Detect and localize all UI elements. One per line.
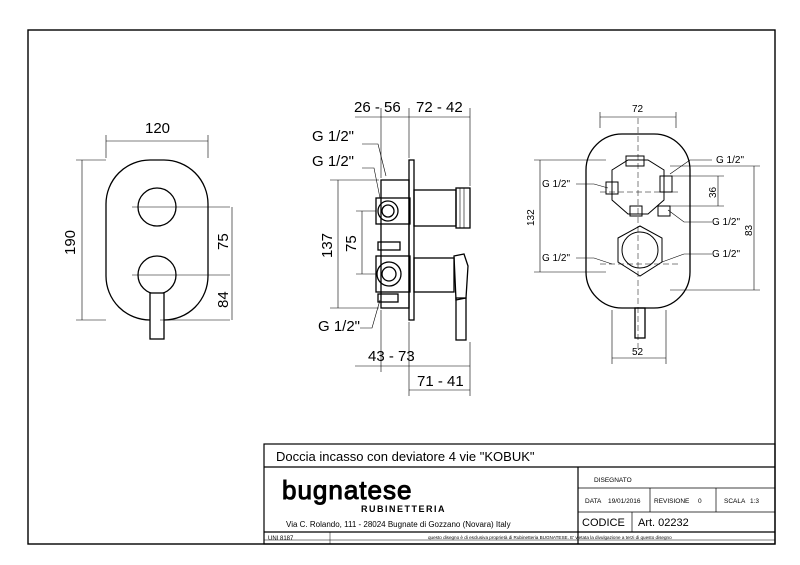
- side-view: [330, 108, 471, 396]
- side-conn-2: G 1/2": [312, 153, 354, 170]
- designed-label: DISEGNATO: [594, 477, 632, 484]
- side-inner-spacing: 75: [343, 235, 360, 252]
- side-body-height: 137: [319, 233, 336, 258]
- front-spacing-dim: 75: [215, 233, 232, 250]
- side-conn-1: G 1/2": [312, 128, 354, 145]
- front-width-dim: 120: [145, 120, 170, 137]
- body-view: [534, 112, 760, 364]
- front-view: [76, 135, 233, 340]
- body-spacing-36: 36: [708, 186, 719, 198]
- brand-sub: RUBINETTERIA: [361, 504, 446, 514]
- legal-notice: questo disegno è di esclusiva proprietà …: [428, 535, 672, 540]
- body-conn-left-1: G 1/2": [542, 179, 570, 190]
- scale-value: 1:3: [750, 498, 759, 505]
- front-lower-dim: 84: [215, 291, 232, 308]
- revision-label: REVISIONE: [654, 498, 690, 505]
- product-title: Doccia incasso con deviatore 4 vie "KOBU…: [276, 449, 535, 464]
- standard-ref: UNI 8187: [268, 536, 294, 542]
- revision-value: 0: [698, 498, 702, 505]
- body-bottom-width: 52: [632, 347, 644, 358]
- body-conn-top-right: G 1/2": [716, 155, 744, 166]
- side-range-bottom-2: 71 - 41: [417, 373, 464, 390]
- side-conn-3: G 1/2": [318, 318, 360, 335]
- front-height-dim: 190: [62, 230, 79, 255]
- body-conn-right-3: G 1/2": [712, 249, 740, 260]
- side-range-top-right: 72 - 42: [416, 99, 463, 116]
- brand-logo: bugnatese: [282, 475, 412, 505]
- code-label: CODICE: [582, 517, 625, 529]
- scale-label: SCALA: [724, 498, 746, 505]
- date-value: 19/01/2016: [608, 498, 641, 505]
- body-conn-left-2: G 1/2": [542, 253, 570, 264]
- body-height-83: 83: [744, 224, 755, 236]
- side-range-top-left: 26 - 56: [354, 99, 401, 116]
- body-height-total: 132: [526, 209, 537, 226]
- article-number: Art. 02232: [638, 517, 689, 529]
- body-top-width: 72: [632, 104, 644, 115]
- side-range-bottom-1: 43 - 73: [368, 348, 415, 365]
- title-block: [263, 443, 776, 545]
- body-conn-right-2: G 1/2": [712, 217, 740, 228]
- date-label: DATA: [585, 498, 602, 505]
- address: Via C. Rolando, 111 - 28024 Bugnate di G…: [286, 520, 511, 529]
